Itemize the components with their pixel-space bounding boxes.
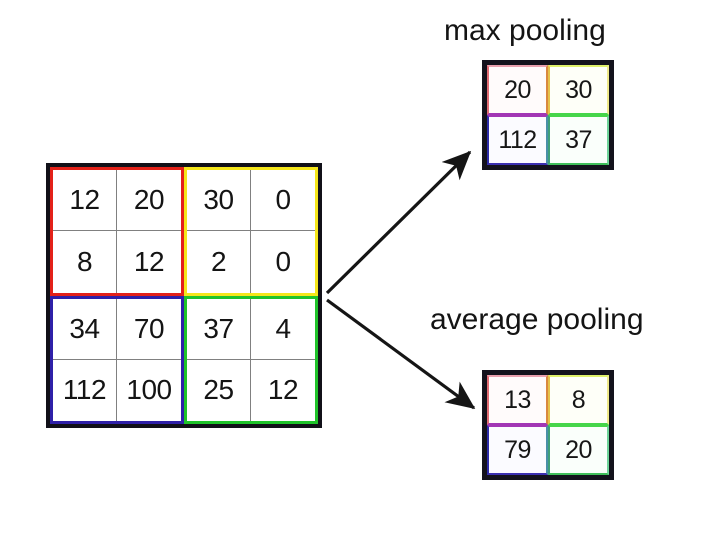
- input-quadrant-bottom-right: 37 4 25 12: [184, 295, 318, 424]
- average-pooling-cell: 20: [548, 425, 609, 475]
- max-pooling-cell: 20: [487, 65, 548, 115]
- input-cell: 12: [251, 359, 315, 421]
- input-quadrant-bottom-left: 34 70 112 100: [50, 295, 184, 424]
- input-quadrant-top-left: 12 20 8 12: [50, 167, 184, 296]
- input-cell: 12: [117, 231, 181, 293]
- input-feature-map: 12 20 8 12 30 0 2 0 34 70 112 100 37 4 2…: [46, 163, 322, 428]
- input-cell: 25: [187, 359, 251, 421]
- input-cell: 20: [117, 170, 181, 232]
- input-cell: 100: [117, 359, 181, 421]
- input-cell: 37: [187, 298, 251, 360]
- max-pooling-cell: 112: [487, 115, 548, 165]
- input-cell: 2: [187, 231, 251, 293]
- input-cell: 70: [117, 298, 181, 360]
- average-pooling-cell: 8: [548, 375, 609, 425]
- input-quadrant-top-right: 30 0 2 0: [184, 167, 318, 296]
- max-pooling-grid: 20 30 112 37: [482, 60, 614, 170]
- arrow-to-max-pooling: [325, 150, 472, 295]
- input-cell: 12: [53, 170, 117, 232]
- input-cell: 0: [251, 231, 315, 293]
- input-cell: 4: [251, 298, 315, 360]
- input-cell: 8: [53, 231, 117, 293]
- input-cell: 34: [53, 298, 117, 360]
- average-pooling-grid: 13 8 79 20: [482, 370, 614, 480]
- average-pooling-cell: 79: [487, 425, 548, 475]
- max-pooling-cell: 30: [548, 65, 609, 115]
- max-pooling-title: max pooling: [444, 14, 606, 47]
- max-pooling-cell: 37: [548, 115, 609, 165]
- input-cell: 30: [187, 170, 251, 232]
- average-pooling-title: average pooling: [430, 303, 644, 336]
- average-pooling-cell: 13: [487, 375, 548, 425]
- input-cell: 0: [251, 170, 315, 232]
- input-cell: 112: [53, 359, 117, 421]
